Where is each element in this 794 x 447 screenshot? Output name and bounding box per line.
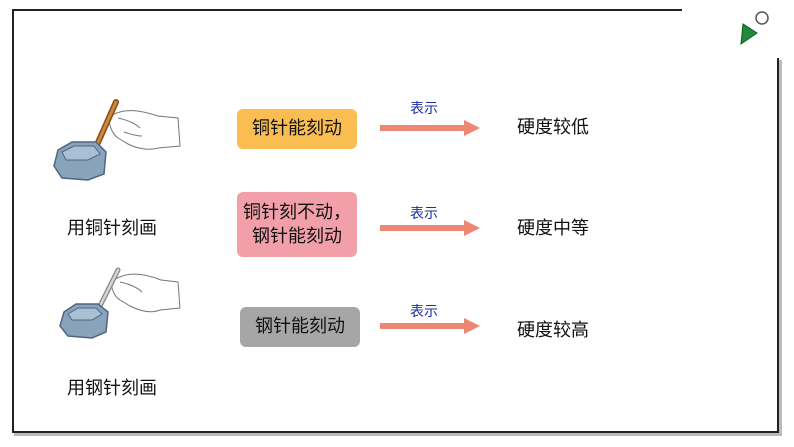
frame-top-border — [12, 9, 682, 11]
frame-shadow-right — [779, 60, 782, 435]
arrow-label-row-1: 表示 — [410, 101, 438, 117]
action-row-2-line-1: 铜针刻不动， — [243, 201, 351, 223]
arrow-right-icon — [380, 220, 480, 236]
caption-copper-needle: 用铜针刻画 — [67, 218, 157, 239]
action-box-row-2: 铜针刻不动， 钢针能刻动 — [237, 192, 357, 257]
copper-needle-rock-illustration — [53, 99, 181, 181]
frame-shadow-bottom — [14, 433, 782, 436]
action-box-row-3: 钢针能刻动 — [240, 307, 360, 347]
result-row-1: 硬度较低 — [517, 117, 589, 138]
arrow-right-icon — [380, 120, 480, 136]
action-row-2-line-2: 钢针能刻动 — [252, 225, 342, 247]
arrow-label-row-2: 表示 — [410, 206, 438, 222]
frame-right-border — [777, 58, 779, 433]
play-triangle-icon[interactable] — [734, 8, 774, 48]
action-box-row-1: 铜针能刻动 — [237, 109, 357, 149]
frame-bottom-border — [12, 431, 780, 433]
frame-left-border — [12, 9, 14, 433]
arrow-label-row-3: 表示 — [410, 304, 438, 320]
result-row-3: 硬度较高 — [517, 320, 589, 341]
caption-steel-needle: 用钢针刻画 — [67, 378, 157, 399]
arrow-right-icon — [380, 318, 480, 334]
result-row-2: 硬度中等 — [517, 218, 589, 239]
steel-needle-rock-illustration — [59, 267, 181, 339]
